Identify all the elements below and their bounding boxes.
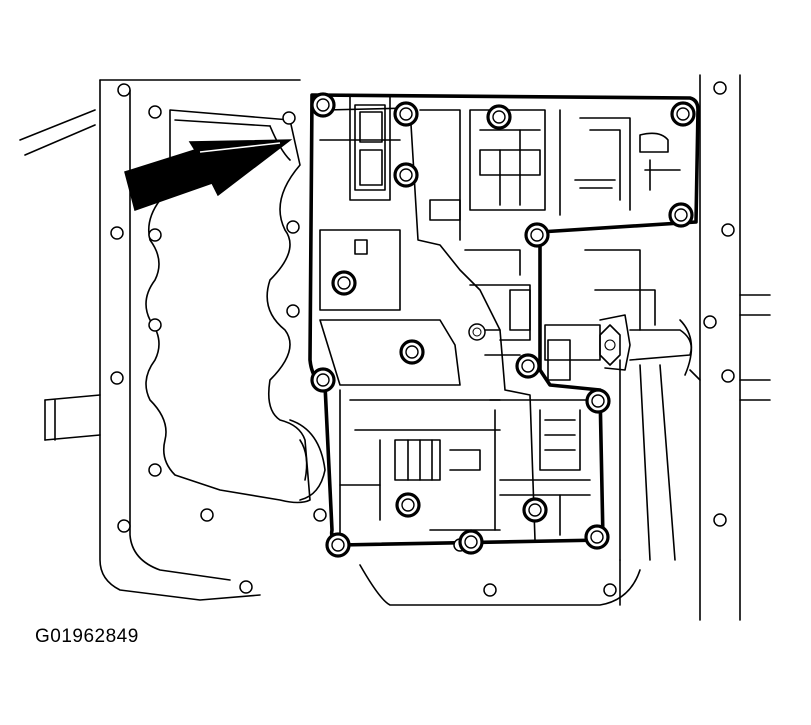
- connector-nut: [599, 324, 621, 366]
- valve-body-channels: [319, 94, 681, 541]
- pointer-arrow: [124, 139, 293, 211]
- case-bolt-holes: [110, 81, 735, 597]
- figure-id-label: G01962849: [35, 626, 139, 647]
- transmission-case: [19, 74, 771, 621]
- wiring-connector: [544, 249, 701, 561]
- valve-body-bolts: [310, 92, 696, 558]
- gasket-outline: [145, 109, 326, 504]
